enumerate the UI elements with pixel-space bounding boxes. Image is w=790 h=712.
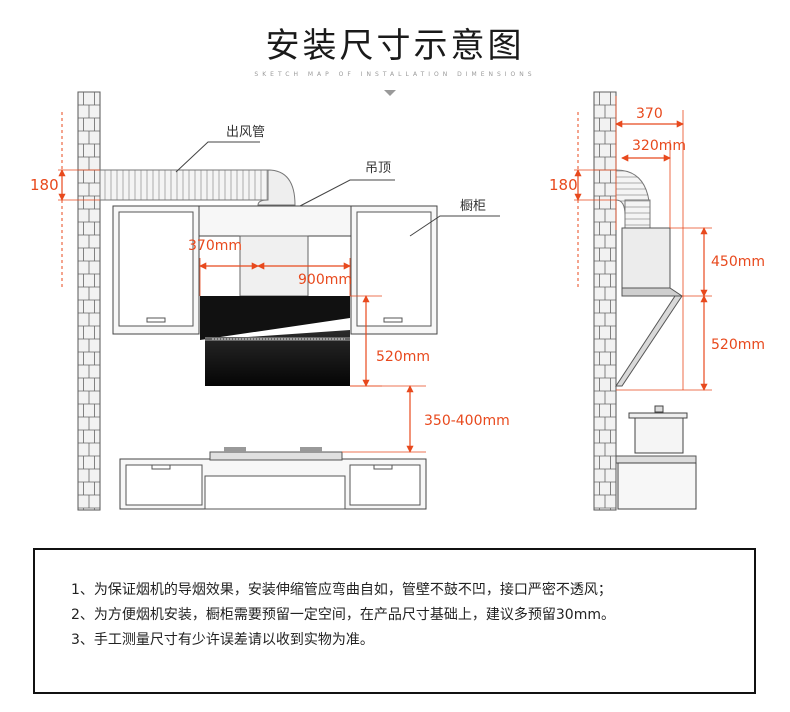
- dim-duct-offset: 370mm: [188, 238, 242, 254]
- dimension-lines: [58, 96, 712, 453]
- label-cabinet: 橱柜: [460, 199, 486, 214]
- base-cabinets: [119, 447, 427, 510]
- side-vertical-duct: [624, 199, 651, 231]
- down-arrow-icon: [384, 90, 396, 96]
- dim-hood-height: 520mm: [376, 349, 430, 365]
- range-hood-side: [615, 227, 684, 387]
- note-item: 2、为方便烟机安装，橱柜需要预留一定空间，在产品尺寸基础上，建议多预留30mm。: [71, 607, 615, 623]
- page-subtitle: SKETCH MAP OF INSTALLATION DIMENSIONS: [254, 71, 536, 78]
- brick-wall-side: [593, 91, 617, 511]
- note-item: 3、手工测量尺寸有少许误差请以收到实物为准。: [71, 632, 374, 648]
- dim-front-duct-height: 180: [30, 176, 59, 194]
- label-duct: 出风管: [226, 125, 265, 140]
- brick-wall-front: [77, 91, 101, 511]
- label-ceiling: 吊顶: [365, 161, 391, 176]
- note-item: 1、为保证烟机的导烟效果，安装伸缩管应弯曲自如，管壁不鼓不凹，接口严密不透风；: [71, 582, 612, 598]
- dim-cabinet-gap: 900mm: [298, 272, 352, 288]
- dim-side-depth-outer: 370: [636, 106, 663, 122]
- range-hood-front: [200, 296, 350, 386]
- side-stove: [615, 405, 697, 510]
- exhaust-duct: [99, 169, 271, 201]
- dim-side-lower-height: 520mm: [711, 337, 765, 353]
- dim-side-depth-inner: 320mm: [632, 138, 686, 154]
- installation-notes: 1、为保证烟机的导烟效果，安装伸缩管应弯曲自如，管壁不鼓不凹，接口严密不透风； …: [33, 548, 756, 694]
- dim-hood-to-stove: 350-400mm: [424, 413, 510, 429]
- page-title: 安装尺寸示意图: [265, 26, 525, 66]
- cabinet-middle-panel: [198, 205, 352, 237]
- upper-cabinet-left: [112, 205, 200, 335]
- installation-diagram: 出风管 吊顶 橱柜 180 370mm 900mm 520mm 350-400m…: [30, 90, 765, 511]
- dim-side-upper-height: 450mm: [711, 254, 765, 270]
- dim-side-duct-height: 180: [549, 176, 578, 194]
- upper-cabinet-right: [350, 205, 438, 335]
